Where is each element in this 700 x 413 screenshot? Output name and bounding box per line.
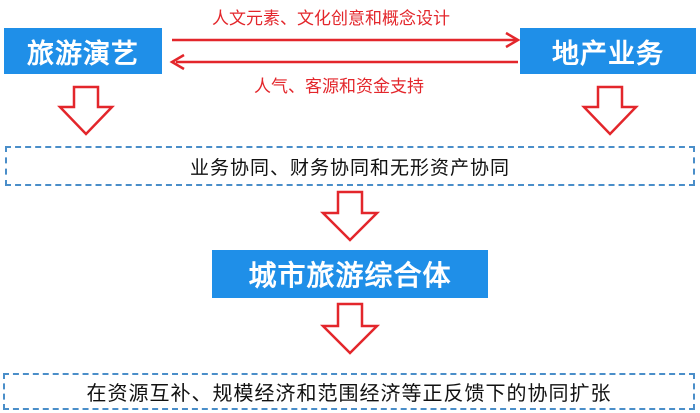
down-arrow-right [581, 85, 639, 136]
tourism-performance-label: 旅游演艺 [27, 38, 139, 70]
arrow-to-real-estate [172, 31, 521, 49]
real-estate-node: 地产业务 [520, 28, 696, 74]
flow-label-to-tourism: 人气、客源和资金支持 [254, 77, 424, 97]
down-arrow-middle-lower [319, 302, 381, 355]
flow-label-to-real-estate: 人文元素、文化创意和概念设计 [212, 9, 450, 29]
urban-tourism-complex-node: 城市旅游综合体 [212, 250, 488, 298]
real-estate-label: 地产业务 [552, 38, 664, 70]
down-arrow-left [57, 85, 115, 136]
down-arrow-middle-upper [319, 190, 381, 242]
arrow-to-tourism [169, 53, 518, 71]
urban-tourism-complex-label: 城市旅游综合体 [248, 259, 452, 292]
synergy-bar: 业务协同、财务协同和无形资产协同 [5, 146, 695, 186]
tourism-performance-node: 旅游演艺 [4, 28, 162, 74]
expansion-text: 在资源互补、规模经济和范围经济等正反馈下的协同扩张 [86, 381, 612, 405]
expansion-bar: 在资源互补、规模经济和范围经济等正反馈下的协同扩张 [3, 373, 695, 410]
synergy-text: 业务协同、财务协同和无形资产协同 [189, 156, 510, 179]
